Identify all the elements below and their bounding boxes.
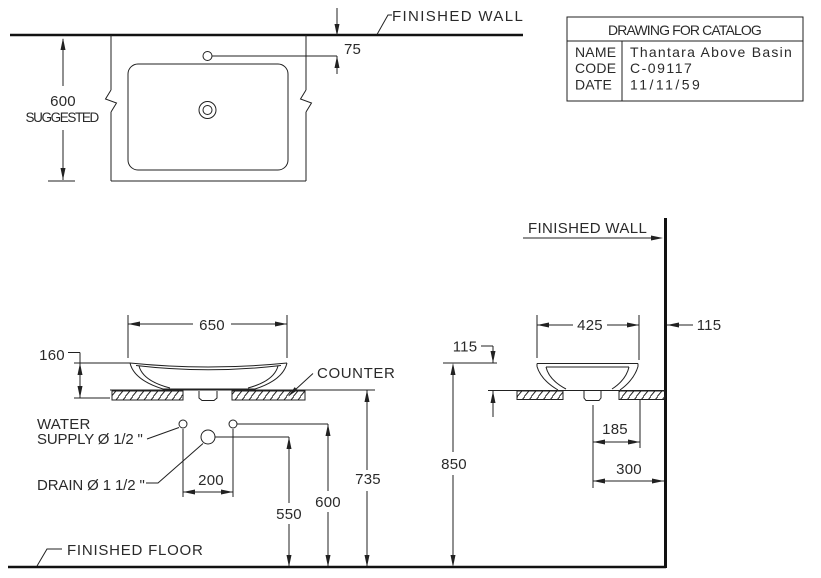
side-dim-rim-above-counter: 115 (453, 339, 478, 356)
plan-basin-outline (127, 63, 289, 171)
front-supply-left-icon (178, 419, 188, 429)
front-drain-fitting (198, 391, 218, 401)
plan-dim-depth-note: SUGGESTED (26, 110, 100, 125)
side-counter-hatch-left (516, 390, 564, 400)
front-counter-hatch-left (111, 390, 184, 401)
front-elevation-view: 650 160 COUNTER WATER SUPPLY Ø 1/2 " DRA… (8, 315, 666, 569)
side-dim-basin-depth: 425 (577, 317, 603, 334)
side-dim-wall-offset: 115 (697, 317, 722, 334)
front-point-extension-lines (215, 423, 328, 438)
title-block-title: DRAWING FOR CATALOG (608, 22, 762, 38)
front-dim-width-lines (127, 315, 288, 358)
plan-break-left-icon (104, 89, 118, 113)
plan-wall-label: FINISHED WALL (392, 8, 523, 25)
title-row-code-value: C-09117 (630, 60, 692, 76)
plan-wall-leader (376, 14, 392, 35)
title-row-code-label: CODE (575, 60, 616, 76)
plan-dim-faucet-offset: 75 (344, 41, 361, 58)
plan-counter-outline (110, 35, 307, 182)
title-row-name-label: NAME (575, 44, 616, 60)
side-wall-label: FINISHED WALL (528, 220, 647, 237)
front-dim-supply-height: 600 (315, 494, 341, 511)
front-counter-hatch-right (231, 390, 306, 401)
front-dim-basin-height-lines (68, 352, 130, 399)
front-water-supply-label-2: SUPPLY Ø 1/2 " (37, 431, 143, 448)
plan-view: FINISHED WALL 600 SUGGESTED 75 (10, 8, 523, 182)
front-basin-profile (129, 362, 288, 390)
plan-dim-depth: 600 (50, 93, 76, 110)
front-drain-icon (200, 429, 216, 445)
side-dim-rim-lines (443, 345, 497, 417)
front-dim-basin-height: 160 (39, 347, 65, 364)
plan-faucet-hole-icon (202, 51, 213, 61)
title-row-date-value: 11/11/59 (630, 77, 700, 93)
front-dim-counter-height: 735 (355, 471, 381, 488)
front-counter-label: COUNTER (317, 365, 395, 382)
plan-break-right-icon (299, 89, 313, 113)
side-elevation-view: FINISHED WALL 425 115 115 185 300 (441, 218, 721, 568)
floor-label: FINISHED FLOOR (67, 542, 203, 559)
title-block-border (566, 16, 804, 102)
front-water-supply-label-1: WATER (37, 416, 91, 433)
side-dim-drain-to-wall: 300 (616, 461, 642, 478)
side-dim-drain-to-edge: 185 (602, 421, 628, 438)
front-dim-supply-spacing: 200 (198, 472, 224, 489)
side-basin-profile (536, 363, 639, 391)
front-drain-label: DRAIN Ø 1 1/2 " (37, 477, 145, 494)
title-block: DRAWING FOR CATALOG NAME Thantara Above … (566, 16, 804, 102)
front-drain-leader (146, 443, 204, 484)
title-block-dividers (567, 40, 803, 101)
side-drain-fitting (583, 391, 602, 401)
front-dim-counter-height-line (307, 389, 375, 567)
side-counter-hatch-right (618, 390, 666, 400)
side-dim-rim-height: 850 (441, 456, 467, 473)
title-row-name-value: Thantara Above Basin (630, 44, 792, 60)
title-row-date-label: DATE (575, 77, 612, 93)
side-dim-basin-depth-lines (536, 315, 693, 360)
front-dim-drain-height: 550 (276, 506, 302, 523)
front-dim-width: 650 (199, 317, 225, 334)
plan-drain-outer-icon (198, 101, 217, 119)
floor-leader (36, 548, 62, 567)
front-supply-right-icon (228, 419, 238, 429)
front-supply-leader (146, 427, 180, 440)
plan-drain-inner-icon (202, 105, 213, 115)
